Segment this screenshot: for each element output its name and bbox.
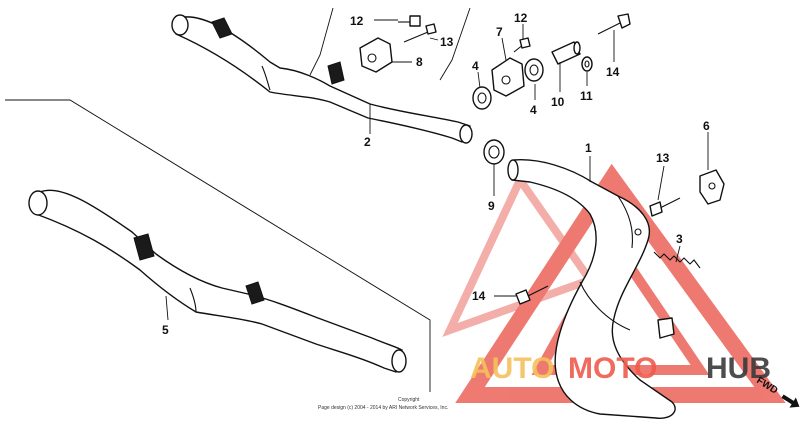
copyright-block: Copyright Page design (c) 2004 - 2014 by…: [318, 397, 448, 411]
part-12-bolt-right: [513, 37, 531, 53]
part-7-bracket: [491, 57, 525, 97]
copyright-line1: Copyright: [398, 397, 420, 403]
callout-2: 2: [364, 135, 371, 149]
callout-9: 9: [488, 199, 495, 213]
part-12-bolt-left: [398, 15, 421, 27]
part-1-expansion-chamber: [507, 159, 676, 419]
callout-7: 7: [496, 25, 503, 39]
callout-12: 12: [350, 14, 364, 28]
frame-line-left: [5, 99, 431, 392]
callout-4: 4: [472, 59, 479, 73]
part-2-muffler-upper: [171, 14, 473, 144]
callout-8: 8: [416, 55, 423, 69]
part-11-washer: [581, 56, 593, 72]
leader-lines: [165, 19, 709, 321]
part-8-bracket: [359, 37, 393, 73]
part-14-bolt-lower: [515, 285, 549, 305]
part-4-grommet-left: [472, 86, 492, 110]
copyright-line2: Page design (c) 2004 - 2014 by ARI Netwo…: [318, 405, 448, 411]
callout-1: 1: [585, 141, 592, 155]
fwd-arrow-icon: [781, 394, 800, 408]
callout-5: 5: [162, 323, 169, 337]
part-11-washer-hole: [584, 60, 590, 68]
callout-14-b: 14: [472, 289, 486, 303]
watermark-text: AUTO MOTO HUB: [470, 352, 771, 385]
callout-6: 6: [703, 119, 710, 133]
watermark-auto: AUTO: [470, 352, 554, 385]
part-9-gasket-inner: [488, 145, 500, 159]
callout-labels: 12 13 8 7 12 4 4 10 11 14 2 6 1 13 9 3 1…: [162, 11, 710, 337]
part-10-collar: [551, 41, 581, 65]
callout-13-b: 13: [656, 151, 670, 165]
callout-12-b: 12: [514, 11, 528, 25]
callout-11: 11: [580, 89, 593, 103]
callout-13: 13: [440, 35, 454, 49]
part-13-bolt-lower: [649, 197, 681, 217]
callout-3: 3: [676, 232, 683, 246]
watermark-hub: HUB: [706, 352, 771, 385]
callout-10: 10: [551, 95, 565, 109]
frame-line-top-left: [309, 7, 334, 76]
part-6-clamp: [699, 169, 725, 205]
part-9-gasket: [483, 139, 505, 165]
callout-4-b: 4: [530, 103, 537, 117]
part-4-grommet-right: [524, 58, 544, 82]
frame-line-top-right: [439, 7, 471, 81]
part-14-bolt-upper: [597, 13, 631, 35]
watermark-moto: MOTO: [568, 352, 657, 385]
part-5-muffler-lower: [28, 189, 407, 373]
part-13-bolt-upper: [403, 23, 437, 43]
callout-14: 14: [606, 65, 620, 79]
